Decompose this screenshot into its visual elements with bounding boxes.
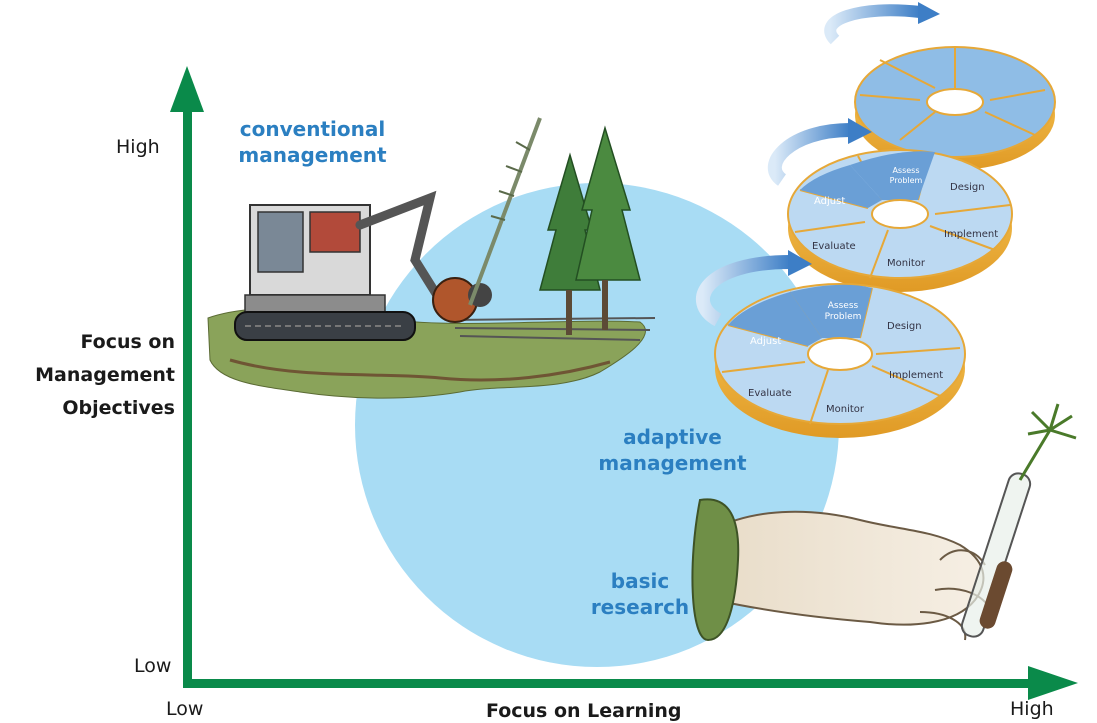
hand-with-test-tube <box>691 403 1077 642</box>
y-axis-title-line: Management <box>35 364 175 386</box>
x-axis-high-label: High <box>1010 698 1054 720</box>
y-axis-title-line: Objectives <box>62 397 175 419</box>
y-axis-high-label: High <box>116 136 160 158</box>
x-axis-low-label: Low <box>166 698 204 720</box>
region-label-line: conventional <box>239 117 386 141</box>
cycle-step-monitor: Monitor <box>887 258 926 269</box>
conventional-management-label: conventional management <box>225 116 400 168</box>
region-label-line: management <box>238 143 387 167</box>
cycle-step-design: Design <box>950 182 985 193</box>
cycle-step-line: Assess <box>827 301 859 311</box>
cycle-step-line: Problem <box>824 312 862 322</box>
y-axis <box>170 66 204 688</box>
log-pile <box>449 317 656 341</box>
cycle-step-implement: Implement <box>889 370 944 381</box>
cycle-step-assess: Assess Problem <box>818 301 868 323</box>
cycle-wheel-top <box>824 2 1056 170</box>
region-label-line: research <box>590 595 690 619</box>
cycle-step-line: Assess <box>892 166 920 175</box>
y-axis-low-label: Low <box>134 655 172 677</box>
region-label-line: basic <box>610 569 670 593</box>
y-axis-title: Focus on Management Objectives <box>30 326 175 425</box>
x-axis-title: Focus on Learning <box>486 700 682 722</box>
cycle-step-evaluate: Evaluate <box>812 241 856 252</box>
cycle-wheel-bottom <box>696 250 966 438</box>
region-label-line: adaptive <box>623 425 722 449</box>
conifer-trees <box>539 125 641 335</box>
y-axis-title-line: Focus on <box>80 331 175 353</box>
cycle-step-design: Design <box>887 321 922 332</box>
adaptive-management-label: adaptive management <box>580 424 765 476</box>
harvester-illustration-group <box>207 117 656 399</box>
harvester-machine <box>234 190 492 341</box>
cycle-wheel-middle <box>767 118 1013 292</box>
cycle-step-adjust: Adjust <box>750 336 782 347</box>
region-label-line: management <box>598 451 747 475</box>
basic-research-label: basic research <box>585 568 695 620</box>
cycle-step-evaluate: Evaluate <box>748 388 792 399</box>
x-axis <box>183 666 1078 700</box>
cycle-step-line: Problem <box>889 176 923 185</box>
cycle-step-adjust: Adjust <box>814 196 846 207</box>
cycle-step-implement: Implement <box>944 229 999 240</box>
cycle-step-assess: Assess Problem <box>884 166 928 186</box>
cycle-step-monitor: Monitor <box>826 404 865 415</box>
